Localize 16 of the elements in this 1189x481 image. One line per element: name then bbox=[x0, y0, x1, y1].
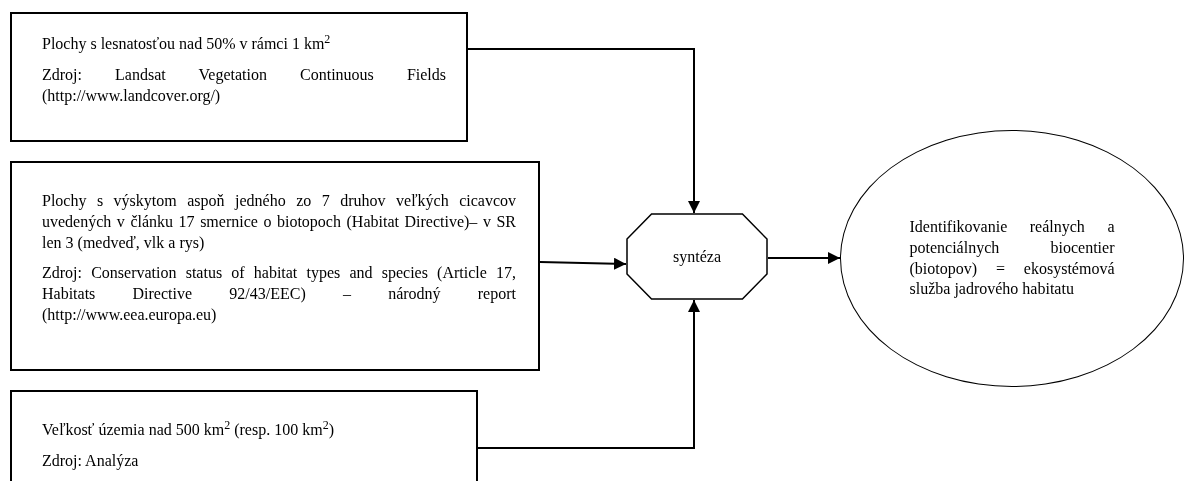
box-text: Plochy s výskytom aspoň jedného zo 7 druhov veľkých cicavcov uvedených v článku 17 smernice o biotopoch (Habitat Directive)– v SR len 3 (medveď, vlk a rys) bbox=[42, 191, 516, 254]
box-text: Zdroj: Landsat Vegetation Continuous Fields (http://www.landcover.org/) bbox=[42, 64, 446, 107]
box-text: Veľkosť územia nad 500 km$^{2}$ (resp. 100 km$^{2}$) bbox=[42, 420, 335, 441]
box-text: Zdroj: Conservation status of habitat types and species (Article 17, Habitats Directive 92/43/EEC) – národný report (http://www.eea.europa.eu) bbox=[42, 263, 516, 326]
arrow bbox=[477, 299, 700, 449]
box-text: Zdroj: Analýza bbox=[42, 450, 140, 472]
arrow bbox=[767, 252, 841, 264]
box-text: Plochy s lesnatosťou nad 50% v rámci 1 km$^{2}$ bbox=[42, 34, 332, 55]
node-label: Identifikovanie reálnych a potenciálnych biocentier (biotopov) = ekosystémová služba jadrového habitatu bbox=[909, 216, 1115, 300]
process-octagon bbox=[626, 213, 768, 300]
arrow bbox=[539, 257, 627, 270]
source-box bbox=[10, 12, 468, 142]
source-box bbox=[10, 161, 540, 371]
source-box bbox=[10, 390, 478, 481]
arrow bbox=[467, 48, 700, 214]
node-label: syntéza bbox=[673, 246, 721, 268]
